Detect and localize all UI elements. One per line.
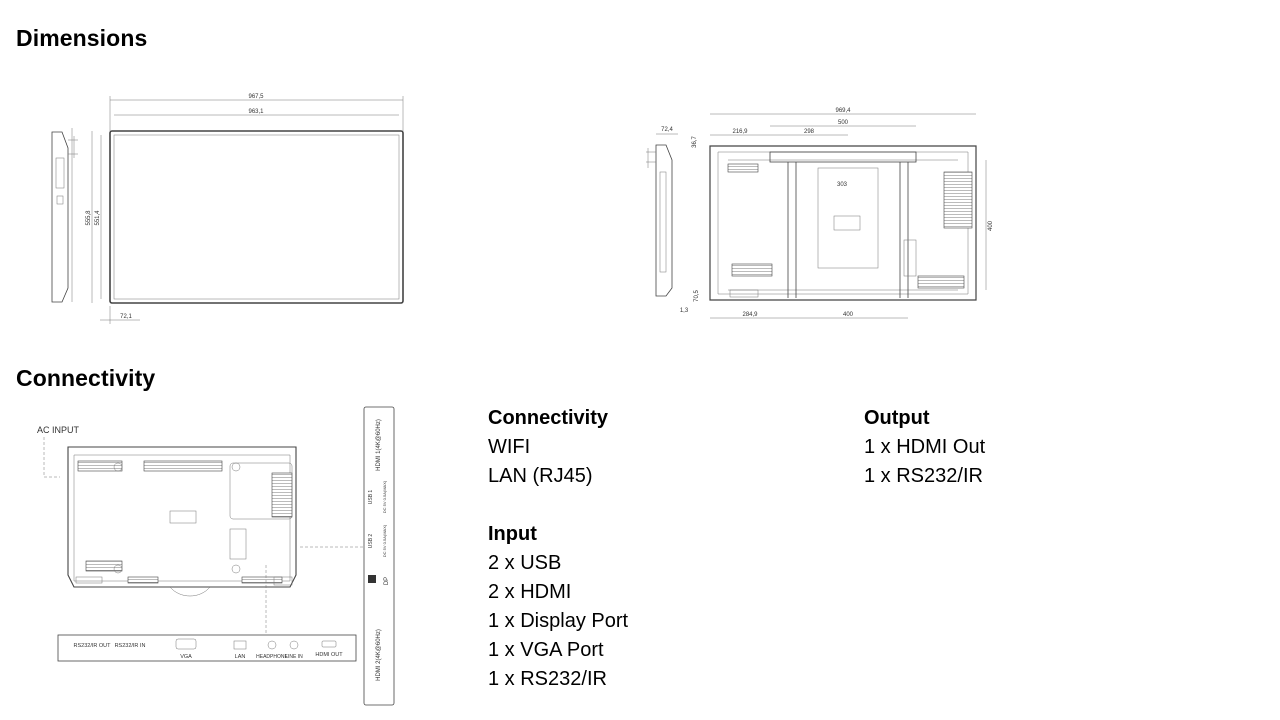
back-dimension-drawing: 72,4 969,4 500 216,9 298 36,7 303 400 28…: [646, 108, 994, 319]
port-usb2: USB 2: [368, 534, 374, 549]
port-hdmi-out: HDMI OUT: [315, 652, 343, 658]
spec-input-item: 1 x VGA Port: [488, 639, 604, 661]
spec-output-title: Output: [864, 407, 930, 429]
back-offset-left: 216,9: [732, 129, 748, 135]
front-height-inner: 551,4: [95, 210, 101, 226]
port-line-in: LINE IN: [285, 654, 303, 660]
front-height-outer: 555,8: [86, 210, 92, 226]
back-bottom-mount: 400: [843, 312, 854, 318]
spec-output-item: 1 x RS232/IR: [864, 465, 983, 487]
back-bottom-offset: 70,5: [694, 290, 700, 302]
port-lan: LAN: [235, 654, 246, 660]
port-usb1: USB 1: [368, 490, 374, 505]
spec-connectivity-item: LAN (RJ45): [488, 465, 593, 487]
front-width-inner: 963,1: [248, 109, 264, 115]
spec-output-item: 1 x HDMI Out: [864, 436, 986, 458]
back-offset-mid: 298: [804, 129, 815, 135]
port-usb2-spec: DC 5V 0.5A(MAX): [382, 524, 387, 557]
back-small-depth: 1,3: [680, 308, 689, 314]
back-depth: 72,4: [661, 127, 673, 133]
back-inner-mount: 303: [837, 182, 848, 188]
port-hdmi2: HDMI 2(4K@60Hz): [376, 629, 382, 681]
port-usb1-spec: DC 5V 0.5A(MAX): [382, 480, 387, 513]
spec-connectivity-title: Connectivity: [488, 407, 609, 429]
dimensions-heading: Dimensions: [16, 25, 148, 51]
connectivity-heading: Connectivity: [16, 365, 156, 391]
spec-input-item: 2 x USB: [488, 552, 562, 574]
port-dp: DP: [384, 577, 390, 585]
spec-connectivity: Connectivity WIFI LAN (RJ45) Input 2 x U…: [488, 404, 628, 694]
ports-drawing: AC INPUT RS232/IR OUT RS232/IR IN VGA LA…: [37, 406, 395, 706]
spec-input-item: 2 x HDMI: [488, 581, 572, 603]
front-width-outer: 967,5: [248, 94, 264, 100]
spec-input-item: 1 x RS232/IR: [488, 668, 607, 690]
spec-output: Output 1 x HDMI Out 1 x RS232/IR: [864, 404, 985, 491]
port-vga: VGA: [180, 654, 192, 660]
spec-connectivity-item: WIFI: [488, 436, 531, 458]
ac-input-label: AC INPUT: [37, 425, 80, 435]
back-bottom-left: 284,9: [742, 312, 758, 318]
back-side-height: 400: [988, 220, 994, 231]
port-rs232-out: RS232/IR OUT: [74, 643, 112, 649]
port-hdmi1: HDMI 1(4K@60Hz): [376, 419, 382, 471]
back-width-total: 969,4: [835, 108, 851, 114]
back-mount-width: 500: [838, 120, 849, 126]
port-rs232-in: RS232/IR IN: [115, 643, 146, 649]
front-depth: 72,1: [120, 314, 132, 320]
front-dimension-drawing: 967,5 963,1 555,8 551,4 72,1: [51, 94, 404, 324]
spec-input-title: Input: [488, 523, 537, 545]
back-top-offset: 36,7: [692, 136, 698, 148]
spec-input-item: 1 x Display Port: [488, 610, 629, 632]
port-headphone: HEADPHONE: [256, 654, 288, 660]
